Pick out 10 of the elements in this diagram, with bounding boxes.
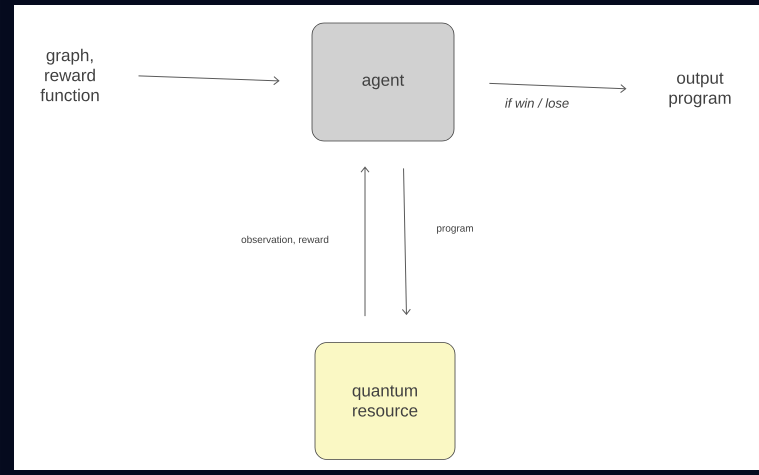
text-label: output program [669,72,731,108]
edge-label: if win / lose [504,97,570,109]
edge-label: observation, reward [240,234,330,246]
agent-box: agent [312,22,454,142]
arrow [488,82,626,94]
text-label: graph, reward function [40,48,99,102]
arrow [138,75,280,86]
arrow [360,166,370,317]
resource-box: quantum resource [314,342,456,460]
arrow [402,168,411,316]
